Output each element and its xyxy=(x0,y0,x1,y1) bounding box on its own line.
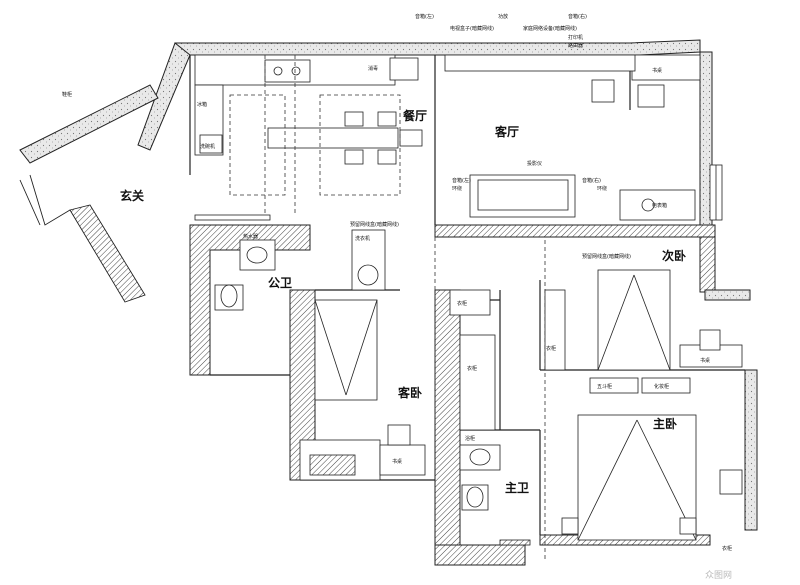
label-water-heater: 热水器 xyxy=(243,233,258,240)
room-second-bedroom: 次卧 xyxy=(662,248,686,263)
label-wardrobe-a: 衣柜 xyxy=(457,300,467,307)
label-guest-note: 预留网线盒(暗藏网线) xyxy=(350,221,399,228)
label-wardrobe-d: 衣柜 xyxy=(722,545,732,552)
label-meter-box: 电表箱 xyxy=(652,202,667,209)
beds xyxy=(314,269,697,541)
label-top-note-6: 打印机 xyxy=(568,34,583,41)
label-surround-right: 环绕 xyxy=(597,185,607,192)
label-washer: 洗衣机 xyxy=(355,235,370,242)
label-speaker-left: 音箱(左) xyxy=(452,177,471,184)
label-dishwasher: 洗碗机 xyxy=(200,143,215,150)
label-desk-second: 书桌 xyxy=(700,357,710,364)
watermark: 众图网 xyxy=(705,570,732,581)
room-master-bedroom: 主卧 xyxy=(653,416,677,431)
label-top-note-3: 功放 xyxy=(498,13,508,20)
label-desk-guest: 书桌 xyxy=(392,458,402,465)
label-sterilizer: 消毒 xyxy=(368,65,378,72)
room-dining: 餐厅 xyxy=(403,108,427,123)
entrance-door xyxy=(19,174,146,303)
cabinetry xyxy=(379,289,743,495)
label-bath-cabinet: 浴柜 xyxy=(465,435,475,442)
room-guest-bedroom: 客卧 xyxy=(397,385,422,400)
label-dresser: 化妆柜 xyxy=(654,383,669,390)
label-top-note-1: 音箱(左) xyxy=(415,13,434,20)
label-top-note-4: 音箱(右) xyxy=(568,13,587,20)
label-top-note-5: 家庭网络设备(暗藏网线) xyxy=(523,25,577,32)
label-top-note-7: 路由器 xyxy=(568,42,583,49)
label-wardrobe-c: 衣柜 xyxy=(546,345,556,352)
label-desk-living: 书桌 xyxy=(652,67,662,74)
label-five-drawer: 五斗柜 xyxy=(597,383,612,390)
label-fridge: 冰箱 xyxy=(197,101,207,108)
label-wardrobe-b: 衣柜 xyxy=(467,365,477,372)
room-public-bath: 公卫 xyxy=(268,276,292,290)
annotations: 鞋柜 冰箱 洗碗机 消毒 书桌 投影仪 音箱(左) 音箱(右) 环绕 环绕 电表… xyxy=(62,13,732,552)
dining-table xyxy=(267,111,423,165)
room-master-bath: 主卫 xyxy=(505,480,529,495)
windows xyxy=(194,164,723,481)
label-surround-left: 环绕 xyxy=(452,185,462,192)
label-shoe-cabinet: 鞋柜 xyxy=(62,91,72,98)
label-projector: 投影仪 xyxy=(527,160,542,167)
public-bath-fixtures xyxy=(214,229,386,311)
room-living: 客厅 xyxy=(494,124,519,139)
living-furniture xyxy=(444,54,701,221)
label-top-note-2: 电视盒子(暗藏网线) xyxy=(450,25,494,32)
dashed-outlines xyxy=(229,55,546,560)
master-bath-fixtures xyxy=(459,444,531,546)
room-entrance: 玄关 xyxy=(120,188,144,203)
label-second-note: 预留网线盒(暗藏网线) xyxy=(582,253,631,260)
label-speaker-right: 音箱(右) xyxy=(582,177,601,184)
